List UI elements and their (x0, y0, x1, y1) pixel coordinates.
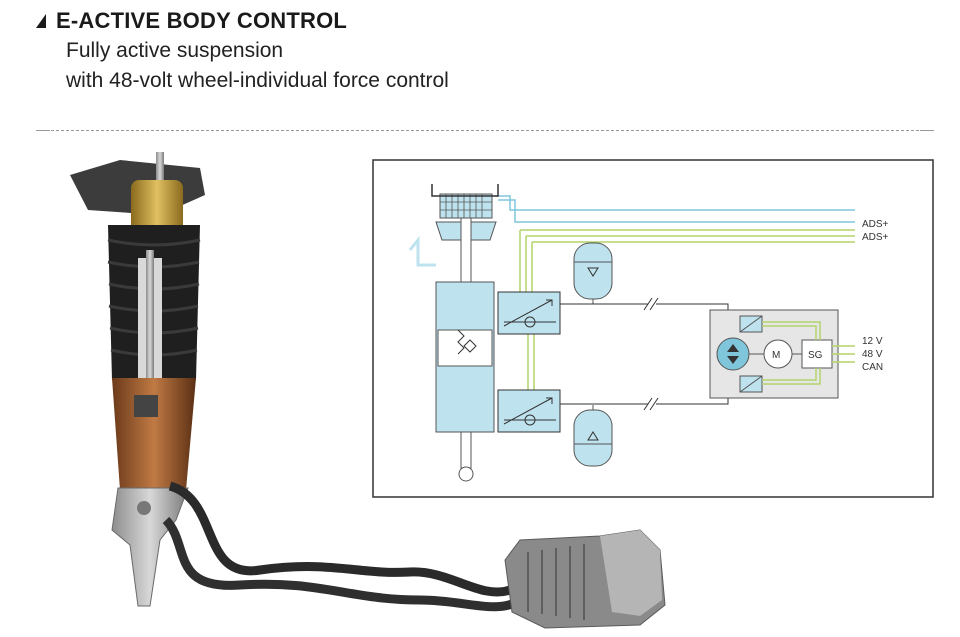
triangle-marker-icon (36, 14, 46, 28)
ads-label-1: ADS+ (862, 219, 889, 230)
upper-valve-block (497, 291, 561, 335)
damper-tube (112, 378, 196, 490)
controller-label: SG (808, 350, 823, 361)
power-12v-label: 12 V (862, 336, 883, 347)
power-48v-label: 48 V (862, 349, 883, 360)
pump-fins (527, 544, 585, 620)
hydraulic-hose-1 (168, 481, 512, 597)
title-row: E-ACTIVE BODY CONTROL (36, 6, 449, 36)
lower-accumulator (573, 405, 613, 467)
can-bus-label: CAN (862, 362, 883, 373)
pump-motor-cover (600, 530, 662, 616)
subtitle-line-2: with 48-volt wheel-individual force cont… (66, 69, 449, 92)
lower-valve-block (497, 389, 561, 433)
bracket-bolt (137, 501, 151, 515)
subtitle-line-1: Fully active suspension (66, 39, 284, 62)
signal-lines (495, 195, 855, 392)
piston-rod (146, 250, 154, 430)
damper-cylinder (408, 184, 499, 482)
dashed-divider (36, 129, 934, 131)
piston-valve (134, 395, 158, 417)
schematic: ADS+ ADS+ (372, 159, 934, 498)
motor-label: M (772, 350, 780, 361)
page-title: E-ACTIVE BODY CONTROL (56, 8, 348, 33)
strut-illustration (70, 152, 666, 629)
pump-controller-unit (709, 309, 855, 399)
top-stud (156, 152, 164, 182)
upper-accumulator (573, 242, 613, 304)
hydraulic-hose-2 (162, 516, 514, 612)
ads-label-2: ADS+ (862, 232, 889, 243)
header: E-ACTIVE BODY CONTROL Fully active suspe… (36, 6, 449, 96)
